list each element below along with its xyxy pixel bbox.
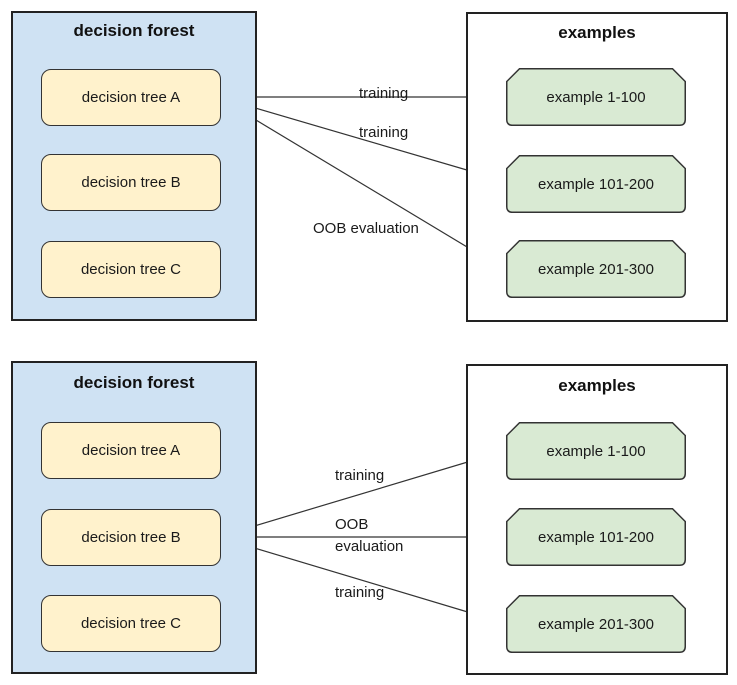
examples-title-bottom: examples [558, 376, 636, 395]
example-node-label: example 101-200 [538, 528, 654, 546]
example-node-label: example 201-300 [538, 615, 654, 633]
example-node-label: example 201-300 [538, 260, 654, 278]
example-node-1-top: example 1-100 [506, 68, 686, 126]
tree-node-b-top: decision tree B [41, 154, 221, 211]
arrow-label-oob-evaluation: OOB evaluation [313, 220, 419, 237]
card-shape [506, 422, 686, 480]
tree-node-a-top: decision tree A [41, 69, 221, 126]
example-node-label: example 101-200 [538, 175, 654, 193]
example-node-3-top: example 201-300 [506, 240, 686, 298]
example-node-label: example 1-100 [546, 88, 646, 106]
tree-node-c-top: decision tree C [41, 241, 221, 298]
card-shape [506, 240, 686, 298]
example-node-3-bottom: example 201-300 [506, 595, 686, 653]
card-shape [506, 595, 686, 653]
tree-node-c-bottom: decision tree C [41, 595, 221, 652]
tree-node-a-bottom: decision tree A [41, 422, 221, 479]
arrow-label-training-1: training [359, 85, 409, 102]
tree-node-label: decision tree A [81, 442, 181, 459]
card-shape [506, 508, 686, 566]
arrow-label-training-3: training [335, 467, 385, 484]
tree-node-b-bottom: decision tree B [41, 509, 221, 566]
examples-title-top: examples [558, 23, 636, 42]
example-node-label: example 1-100 [546, 442, 646, 460]
tree-node-label: decision tree B [81, 174, 181, 191]
example-node-2-top: example 101-200 [506, 155, 686, 213]
tree-node-label: decision tree C [80, 615, 182, 632]
card-shape [506, 155, 686, 213]
forest-title-bottom: decision forest [73, 373, 195, 392]
example-node-1-bottom: example 1-100 [506, 422, 686, 480]
forest-title-top: decision forest [73, 21, 195, 40]
tree-node-label: decision tree C [80, 261, 182, 278]
example-node-2-bottom: example 101-200 [506, 508, 686, 566]
tree-node-label: decision tree B [81, 529, 181, 546]
card-shape [506, 68, 686, 126]
tree-node-label: decision tree A [81, 89, 181, 106]
arrow-label-training-2: training [359, 124, 409, 141]
arrow-label-oob-evaluation-2: OOB evaluation [335, 516, 404, 555]
arrow-label-training-4: training [335, 584, 385, 601]
